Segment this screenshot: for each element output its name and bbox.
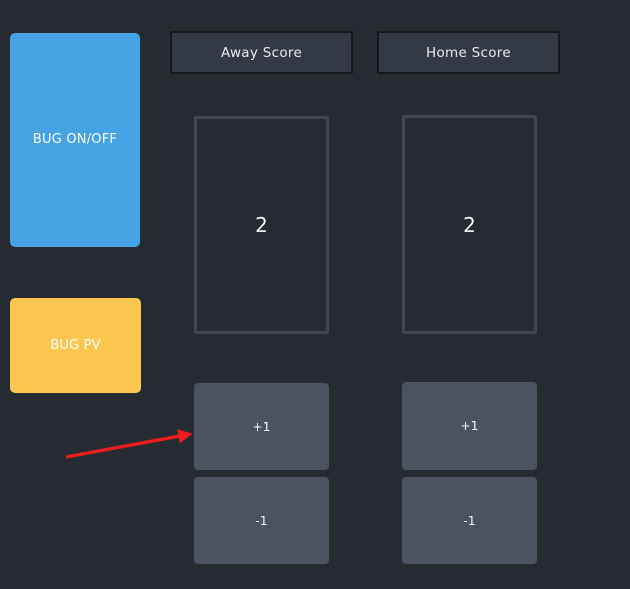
- home-score-header-button[interactable]: Home Score: [377, 31, 560, 74]
- away-score-decrement-button[interactable]: -1: [194, 477, 329, 564]
- away-score-decrement-label: -1: [255, 513, 268, 528]
- away-score-header-button[interactable]: Away Score: [170, 31, 353, 74]
- away-score-value: 2: [255, 213, 268, 237]
- home-score-value: 2: [463, 212, 476, 237]
- home-score-decrement-label: -1: [463, 513, 476, 528]
- home-score-increment-label: +1: [460, 419, 479, 433]
- away-score-header-label: Away Score: [220, 44, 303, 61]
- away-score-increment-button[interactable]: +1: [194, 383, 329, 470]
- bug-on-off-label: BUG ON/OFF: [32, 132, 118, 148]
- away-score-display: 2: [194, 116, 329, 334]
- bug-pv-button[interactable]: BUG PV: [10, 298, 141, 393]
- home-score-decrement-button[interactable]: -1: [402, 477, 537, 564]
- bug-pv-label: BUG PV: [50, 337, 101, 353]
- bug-on-off-button[interactable]: BUG ON/OFF: [10, 33, 140, 247]
- away-score-increment-label: +1: [252, 419, 271, 434]
- home-score-display: 2: [402, 115, 537, 334]
- home-score-header-label: Home Score: [426, 44, 511, 61]
- home-score-increment-button[interactable]: +1: [402, 382, 537, 470]
